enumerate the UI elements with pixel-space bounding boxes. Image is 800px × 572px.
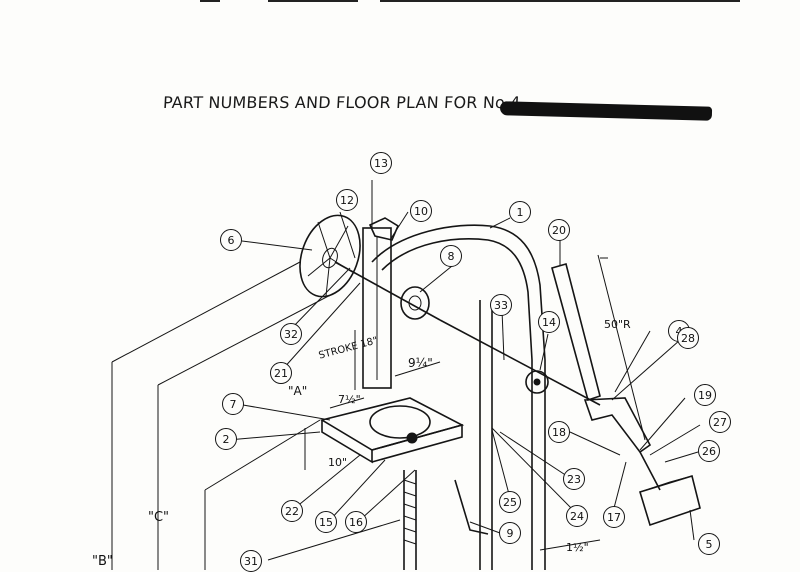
lever-handle (551, 263, 601, 402)
callout-13: 13 (370, 152, 392, 174)
callout-1: 1 (509, 201, 531, 223)
callout-9: 9 (499, 522, 521, 544)
counterweight-top (639, 475, 693, 493)
callout-14: 14 (538, 311, 560, 333)
label-a: "A" (288, 384, 308, 398)
handwheel-shaft (334, 261, 441, 321)
callout-26: 26 (698, 440, 720, 462)
handle-9 (454, 479, 489, 535)
dimension-7-1-2: 7½" (338, 393, 361, 406)
top-edge-line (200, 0, 220, 2)
callout-28: 28 (677, 327, 699, 349)
dimension-50-radius: 50"R (604, 318, 631, 331)
gear-hub (533, 378, 541, 386)
weight-rod (639, 451, 661, 491)
callout-25: 25 (499, 491, 521, 513)
top-edge-line (380, 0, 740, 2)
dimension-9-1-4: 9¼" (408, 356, 433, 370)
callout-18: 18 (548, 421, 570, 443)
callout-27: 27 (709, 411, 731, 433)
callout-10: 10 (410, 200, 432, 222)
callout-5: 5 (698, 533, 720, 555)
callout-33: 33 (490, 294, 512, 316)
rack-top (368, 217, 400, 241)
callout-12: 12 (336, 189, 358, 211)
callout-8: 8 (440, 245, 462, 267)
pulley (400, 286, 430, 320)
dimension-lines (111, 254, 646, 570)
callout-6: 6 (220, 229, 242, 251)
callout-20: 20 (548, 219, 570, 241)
leader-lines (227, 180, 701, 561)
saw-gear (525, 370, 549, 394)
callout-22: 22 (281, 500, 303, 522)
callout-17: 17 (603, 506, 625, 528)
clamp-nut (406, 432, 418, 444)
callout-31: 31 (240, 550, 262, 572)
callout-7: 7 (222, 393, 244, 415)
callout-16: 16 (345, 511, 367, 533)
table-clamp (369, 405, 431, 439)
callout-23: 23 (563, 468, 585, 490)
drive-shaft (439, 319, 601, 406)
handwheel-hub (322, 247, 338, 269)
ram-column (362, 227, 392, 389)
counterweight (639, 474, 701, 527)
frame-arc-inner (381, 238, 533, 570)
callout-2: 2 (215, 428, 237, 450)
top-edge-line (268, 0, 358, 2)
work-table-front (371, 423, 463, 463)
dimension-10: 10" (328, 456, 348, 469)
callout-24: 24 (566, 505, 588, 527)
handwheel (299, 214, 361, 298)
lead-screw-threads (403, 479, 417, 545)
label-b: "B" (92, 554, 113, 569)
frame-arc (371, 224, 546, 570)
callout-32: 32 (280, 323, 302, 345)
work-table-side (321, 420, 373, 464)
callout-21: 21 (270, 362, 292, 384)
dimension-1-1-2: 1½" (566, 541, 589, 554)
lead-screw (403, 470, 417, 570)
callout-19: 19 (694, 384, 716, 406)
pulley-inner (408, 295, 422, 311)
label-c: "C" (148, 510, 170, 525)
callout-15: 15 (315, 511, 337, 533)
